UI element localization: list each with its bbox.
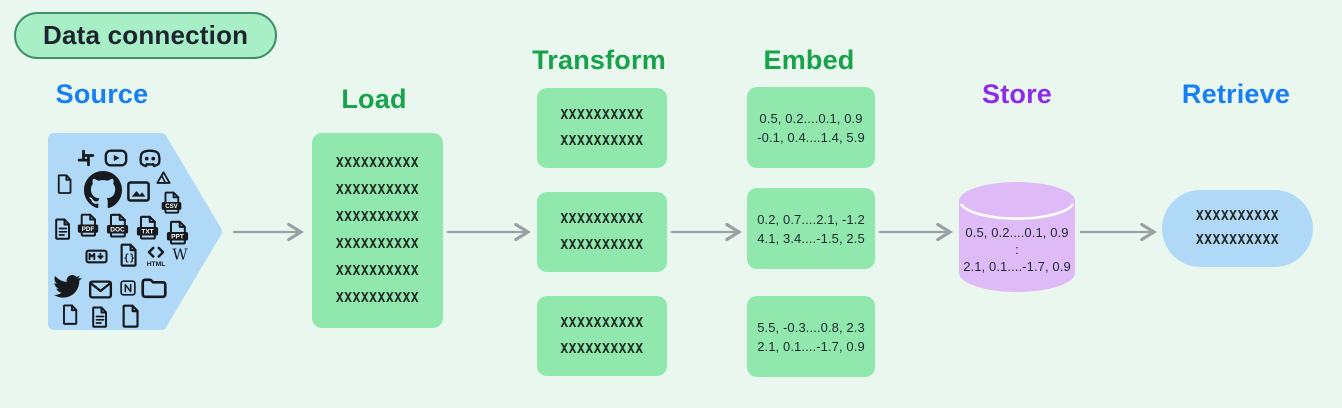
svg-text:{}: {}: [123, 253, 135, 264]
doc-file-icon: DOC: [104, 212, 131, 239]
source-icon-grid: CSV PDF DOC TXT PPT {} HTML W: [48, 133, 222, 330]
github-icon: [84, 171, 122, 209]
slack-icon: [75, 147, 97, 169]
svg-text:PPT: PPT: [171, 234, 184, 241]
transform-line: XXXXXXXXXX: [560, 237, 644, 253]
diagram-title: Data connection: [43, 20, 249, 50]
load-line: XXXXXXXXXX: [335, 236, 420, 252]
stored-vector-ellipsis: :: [1015, 242, 1019, 257]
source-pentagon: [48, 133, 222, 330]
embed-box-3: 5.5, -0.3....0.8, 2.3 2.1, 0.1....-1.7, …: [747, 296, 875, 377]
retrieve-result-pill: XXXXXXXXXX XXXXXXXXXX: [1162, 190, 1313, 267]
transform-line: XXXXXXXXXX: [560, 133, 644, 149]
retrieve-heading: Retrieve: [1181, 79, 1291, 109]
embed-box-1: 0.5, 0.2....0.1, 0.9 -0.1, 0.4....1.4, 5…: [747, 87, 875, 168]
stored-vector-values: 0.5, 0.2....0.1, 0.9: [965, 225, 1069, 240]
ppt-file-icon: PPT: [164, 219, 191, 246]
load-line: XXXXXXXXXX: [335, 155, 420, 171]
google-drive-icon: [154, 169, 173, 188]
svg-text:DOC: DOC: [110, 227, 125, 234]
youtube-icon: [103, 145, 129, 171]
transform-box-2: XXXXXXXXXX XXXXXXXXXX: [537, 192, 667, 272]
wikipedia-icon: W: [170, 244, 190, 264]
store-database-cylinder: 0.5, 0.2....0.1, 0.9 : 2.1, 0.1....-1.7,…: [958, 180, 1076, 294]
embedding-values: 5.5, -0.3....0.8, 2.3: [757, 319, 865, 335]
source-heading: Source: [55, 79, 149, 109]
transform-heading: Transform: [532, 45, 666, 75]
load-line: XXXXXXXXXX: [335, 290, 420, 306]
load-heading: Load: [341, 84, 407, 114]
embedding-values: -0.1, 0.4....1.4, 5.9: [757, 129, 865, 145]
html-icon: HTML: [143, 243, 169, 269]
retrieve-line: XXXXXXXXXX: [1195, 209, 1280, 224]
svg-text:W: W: [172, 245, 188, 263]
json-file-icon: {}: [116, 242, 142, 268]
svg-text:CSV: CSV: [165, 204, 177, 210]
image-icon: [125, 178, 152, 205]
transform-line: XXXXXXXXXX: [560, 211, 644, 227]
load-line: XXXXXXXXXX: [335, 182, 420, 198]
discord-icon: [136, 145, 164, 173]
csv-file-icon: CSV: [159, 190, 184, 215]
transform-line: XXXXXXXXXX: [560, 341, 644, 357]
transform-box-1: XXXXXXXXXX XXXXXXXXXX: [537, 88, 667, 168]
embedding-values: 2.1, 0.1....-1.7, 0.9: [757, 338, 865, 354]
embed-heading: Embed: [763, 45, 855, 75]
store-heading: Store: [981, 79, 1053, 109]
load-line: XXXXXXXXXX: [335, 209, 420, 225]
stored-vector-values: 2.1, 0.1....-1.7, 0.9: [963, 259, 1071, 274]
twitter-icon: [53, 271, 83, 301]
load-box: XXXXXXXXXX XXXXXXXXXX XXXXXXXXXX XXXXXXX…: [312, 133, 443, 328]
load-line: XXXXXXXXXX: [335, 263, 420, 279]
text-file-icon: [51, 217, 75, 241]
mail-icon: [87, 276, 114, 303]
file-icon: [118, 303, 144, 329]
folder-icon: [139, 273, 169, 303]
file-icon: [54, 173, 76, 195]
transform-box-3: XXXXXXXXXX XXXXXXXXXX: [537, 296, 667, 376]
database-icon: [959, 182, 1075, 292]
transform-line: XXXXXXXXXX: [560, 107, 644, 123]
svg-text:TXT: TXT: [141, 229, 153, 236]
markdown-icon: [84, 244, 109, 269]
svg-text:HTML: HTML: [147, 261, 166, 268]
transform-line: XXXXXXXXXX: [560, 315, 644, 331]
text-file-icon: [88, 305, 112, 329]
embedding-values: 0.5, 0.2....0.1, 0.9: [759, 110, 863, 126]
notion-icon: [118, 278, 138, 298]
file-icon: [59, 303, 82, 326]
pdf-file-icon: PDF: [75, 212, 101, 238]
txt-file-icon: TXT: [134, 214, 161, 241]
source-shape: CSV PDF DOC TXT PPT {} HTML W: [48, 133, 222, 330]
embed-box-2: 0.2, 0.7....2.1, -1.2 4.1, 3.4....-1.5, …: [747, 188, 875, 269]
diagram-title-badge: Data connection: [14, 12, 278, 59]
embedding-values: 4.1, 3.4....-1.5, 2.5: [757, 230, 865, 246]
embedding-values: 0.2, 0.7....2.1, -1.2: [757, 211, 865, 227]
retrieve-line: XXXXXXXXXX: [1195, 233, 1280, 248]
svg-text:PDF: PDF: [82, 226, 95, 233]
